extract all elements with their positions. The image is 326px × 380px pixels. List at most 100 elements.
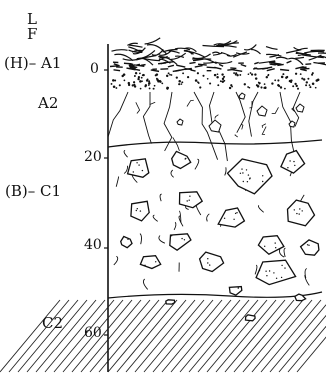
rock-fragment xyxy=(258,236,284,255)
c1-squiggle xyxy=(171,170,174,177)
depth-tick-label-60: 60 xyxy=(84,326,102,340)
hatch-line xyxy=(261,300,321,372)
dot xyxy=(154,85,156,87)
c1-squiggle xyxy=(114,256,118,265)
pebble xyxy=(177,119,183,125)
rock-dot xyxy=(247,181,248,182)
c1-squiggle xyxy=(196,204,201,215)
horizon-label-c2: C2 xyxy=(42,316,63,331)
dot xyxy=(315,87,317,89)
dot xyxy=(209,82,211,84)
dot xyxy=(148,80,150,82)
rock-dot xyxy=(259,270,260,271)
dot xyxy=(223,76,225,78)
rock-dot xyxy=(299,213,300,214)
hatch-line xyxy=(243,300,303,372)
dot xyxy=(217,73,219,75)
c1-squiggle xyxy=(225,167,226,175)
dot xyxy=(144,85,146,87)
hatch-line xyxy=(9,300,69,372)
root-fragment xyxy=(249,101,252,108)
rock-outline xyxy=(140,256,160,269)
dot xyxy=(256,84,258,86)
dot xyxy=(138,76,140,78)
dot xyxy=(296,85,298,87)
rock-dot xyxy=(281,277,282,278)
humus-stroke xyxy=(195,66,203,67)
dot xyxy=(306,81,308,83)
rock-outline xyxy=(281,151,305,174)
rock-dot xyxy=(181,238,182,239)
root-fragment xyxy=(272,107,279,113)
hatch-line xyxy=(171,300,231,372)
depth-tick-label-20: 20 xyxy=(84,150,102,164)
humus-stroke xyxy=(254,62,258,63)
c1-squiggle xyxy=(284,248,285,257)
c1-squiggle xyxy=(174,222,176,230)
humus-stroke xyxy=(151,70,159,71)
rock-dot xyxy=(262,175,263,176)
rock-dot xyxy=(242,172,243,173)
dot xyxy=(274,79,276,81)
litter-stroke xyxy=(294,47,302,50)
rock-dot xyxy=(275,247,276,248)
rock-fragment xyxy=(131,201,149,221)
c1-squiggle xyxy=(124,166,128,174)
rock-fragment xyxy=(256,260,296,284)
humus-stroke xyxy=(280,70,289,71)
rock-dot xyxy=(249,177,250,178)
dot xyxy=(112,79,115,82)
hatch-line xyxy=(126,300,186,372)
hatch-line xyxy=(252,300,312,372)
rock-dot xyxy=(238,287,239,288)
dot xyxy=(187,76,189,78)
dot xyxy=(312,83,315,86)
hatch-line xyxy=(225,300,285,372)
rock-dot xyxy=(140,210,141,211)
humus-stroke xyxy=(189,62,195,63)
hatch-line xyxy=(162,300,222,372)
depth-tick-label-40: 40 xyxy=(84,238,102,252)
litter-stroke xyxy=(184,51,205,57)
dot xyxy=(235,74,237,76)
litter-stroke xyxy=(215,62,232,64)
horizon-label-fermentation: F xyxy=(27,27,37,42)
rock-dot xyxy=(137,208,138,209)
rock-dot xyxy=(248,174,249,175)
dot xyxy=(264,86,267,89)
dot xyxy=(197,72,199,74)
litter-stroke xyxy=(295,57,304,58)
dot xyxy=(181,81,183,83)
humus-stroke xyxy=(270,64,276,65)
humus-stroke xyxy=(241,64,246,66)
dot xyxy=(254,73,256,75)
dot xyxy=(166,75,168,77)
pebble xyxy=(296,104,304,112)
hatch-line xyxy=(180,300,240,372)
c2-hatched-layer xyxy=(0,300,326,372)
dot xyxy=(153,88,155,90)
rock-dot xyxy=(233,219,234,220)
dot xyxy=(284,88,286,90)
dot xyxy=(161,82,163,84)
a1-humus-dots xyxy=(111,72,320,90)
rock-fragment xyxy=(228,159,273,194)
litter-stroke xyxy=(266,47,278,50)
hatch-line xyxy=(117,300,177,372)
humus-stroke xyxy=(198,64,207,65)
c1-squiggle xyxy=(160,194,162,201)
litter-stroke xyxy=(129,45,143,47)
dot xyxy=(139,72,141,74)
hatch-line xyxy=(153,300,213,372)
rock-fragment xyxy=(229,287,241,296)
dot xyxy=(301,78,303,80)
rock-outline xyxy=(121,237,132,248)
dot xyxy=(294,83,296,85)
root-fragment xyxy=(187,100,194,106)
rock-dot xyxy=(144,265,145,266)
c1-squiggle xyxy=(159,236,165,244)
rock-dot xyxy=(308,245,309,246)
dot xyxy=(311,74,313,76)
humus-stroke xyxy=(262,67,272,69)
humus-stroke xyxy=(114,70,121,71)
